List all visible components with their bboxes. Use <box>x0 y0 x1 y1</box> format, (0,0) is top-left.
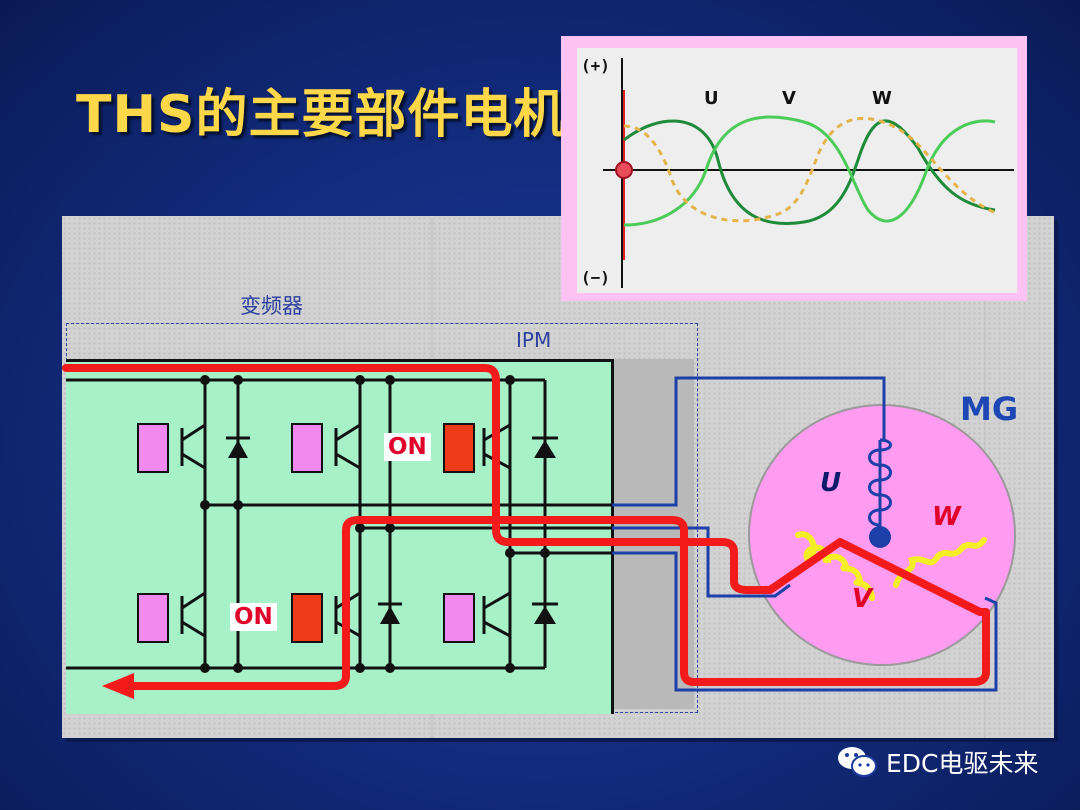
switch-u-high <box>137 423 169 473</box>
switch-v-low-on <box>291 593 323 643</box>
wave-v <box>623 115 996 227</box>
watermark-text: EDC电驱未来 <box>886 749 1039 778</box>
phase-v-label: V <box>852 584 873 614</box>
switch-w-low <box>443 593 475 643</box>
wave-u-label: U <box>704 88 719 109</box>
wave-v-label: V <box>782 88 796 109</box>
switch-u-low <box>137 593 169 643</box>
axis-plus-label: (+) <box>581 56 610 75</box>
on-badge-lower: ON <box>230 603 277 631</box>
phase-u-label: U <box>820 468 842 498</box>
page-title: THS的主要部件电机 <box>76 85 567 145</box>
axis-minus-label: (−) <box>581 268 610 287</box>
wechat-icon <box>838 747 877 777</box>
watermark: EDC电驱未来 <box>836 744 1039 780</box>
switch-w-high-on <box>443 423 475 473</box>
ipm-label: IPM <box>516 328 552 352</box>
wave-u <box>623 119 996 226</box>
current-arrowhead <box>102 673 134 699</box>
inverter-label: 变频器 <box>240 294 303 318</box>
phase-w-label: W <box>932 502 961 532</box>
wave-w-label: W <box>872 88 892 109</box>
mg-label: MG <box>960 390 1019 428</box>
on-badge-upper: ON <box>384 433 431 461</box>
switch-v-high <box>291 423 323 473</box>
ipm-module <box>66 359 614 714</box>
